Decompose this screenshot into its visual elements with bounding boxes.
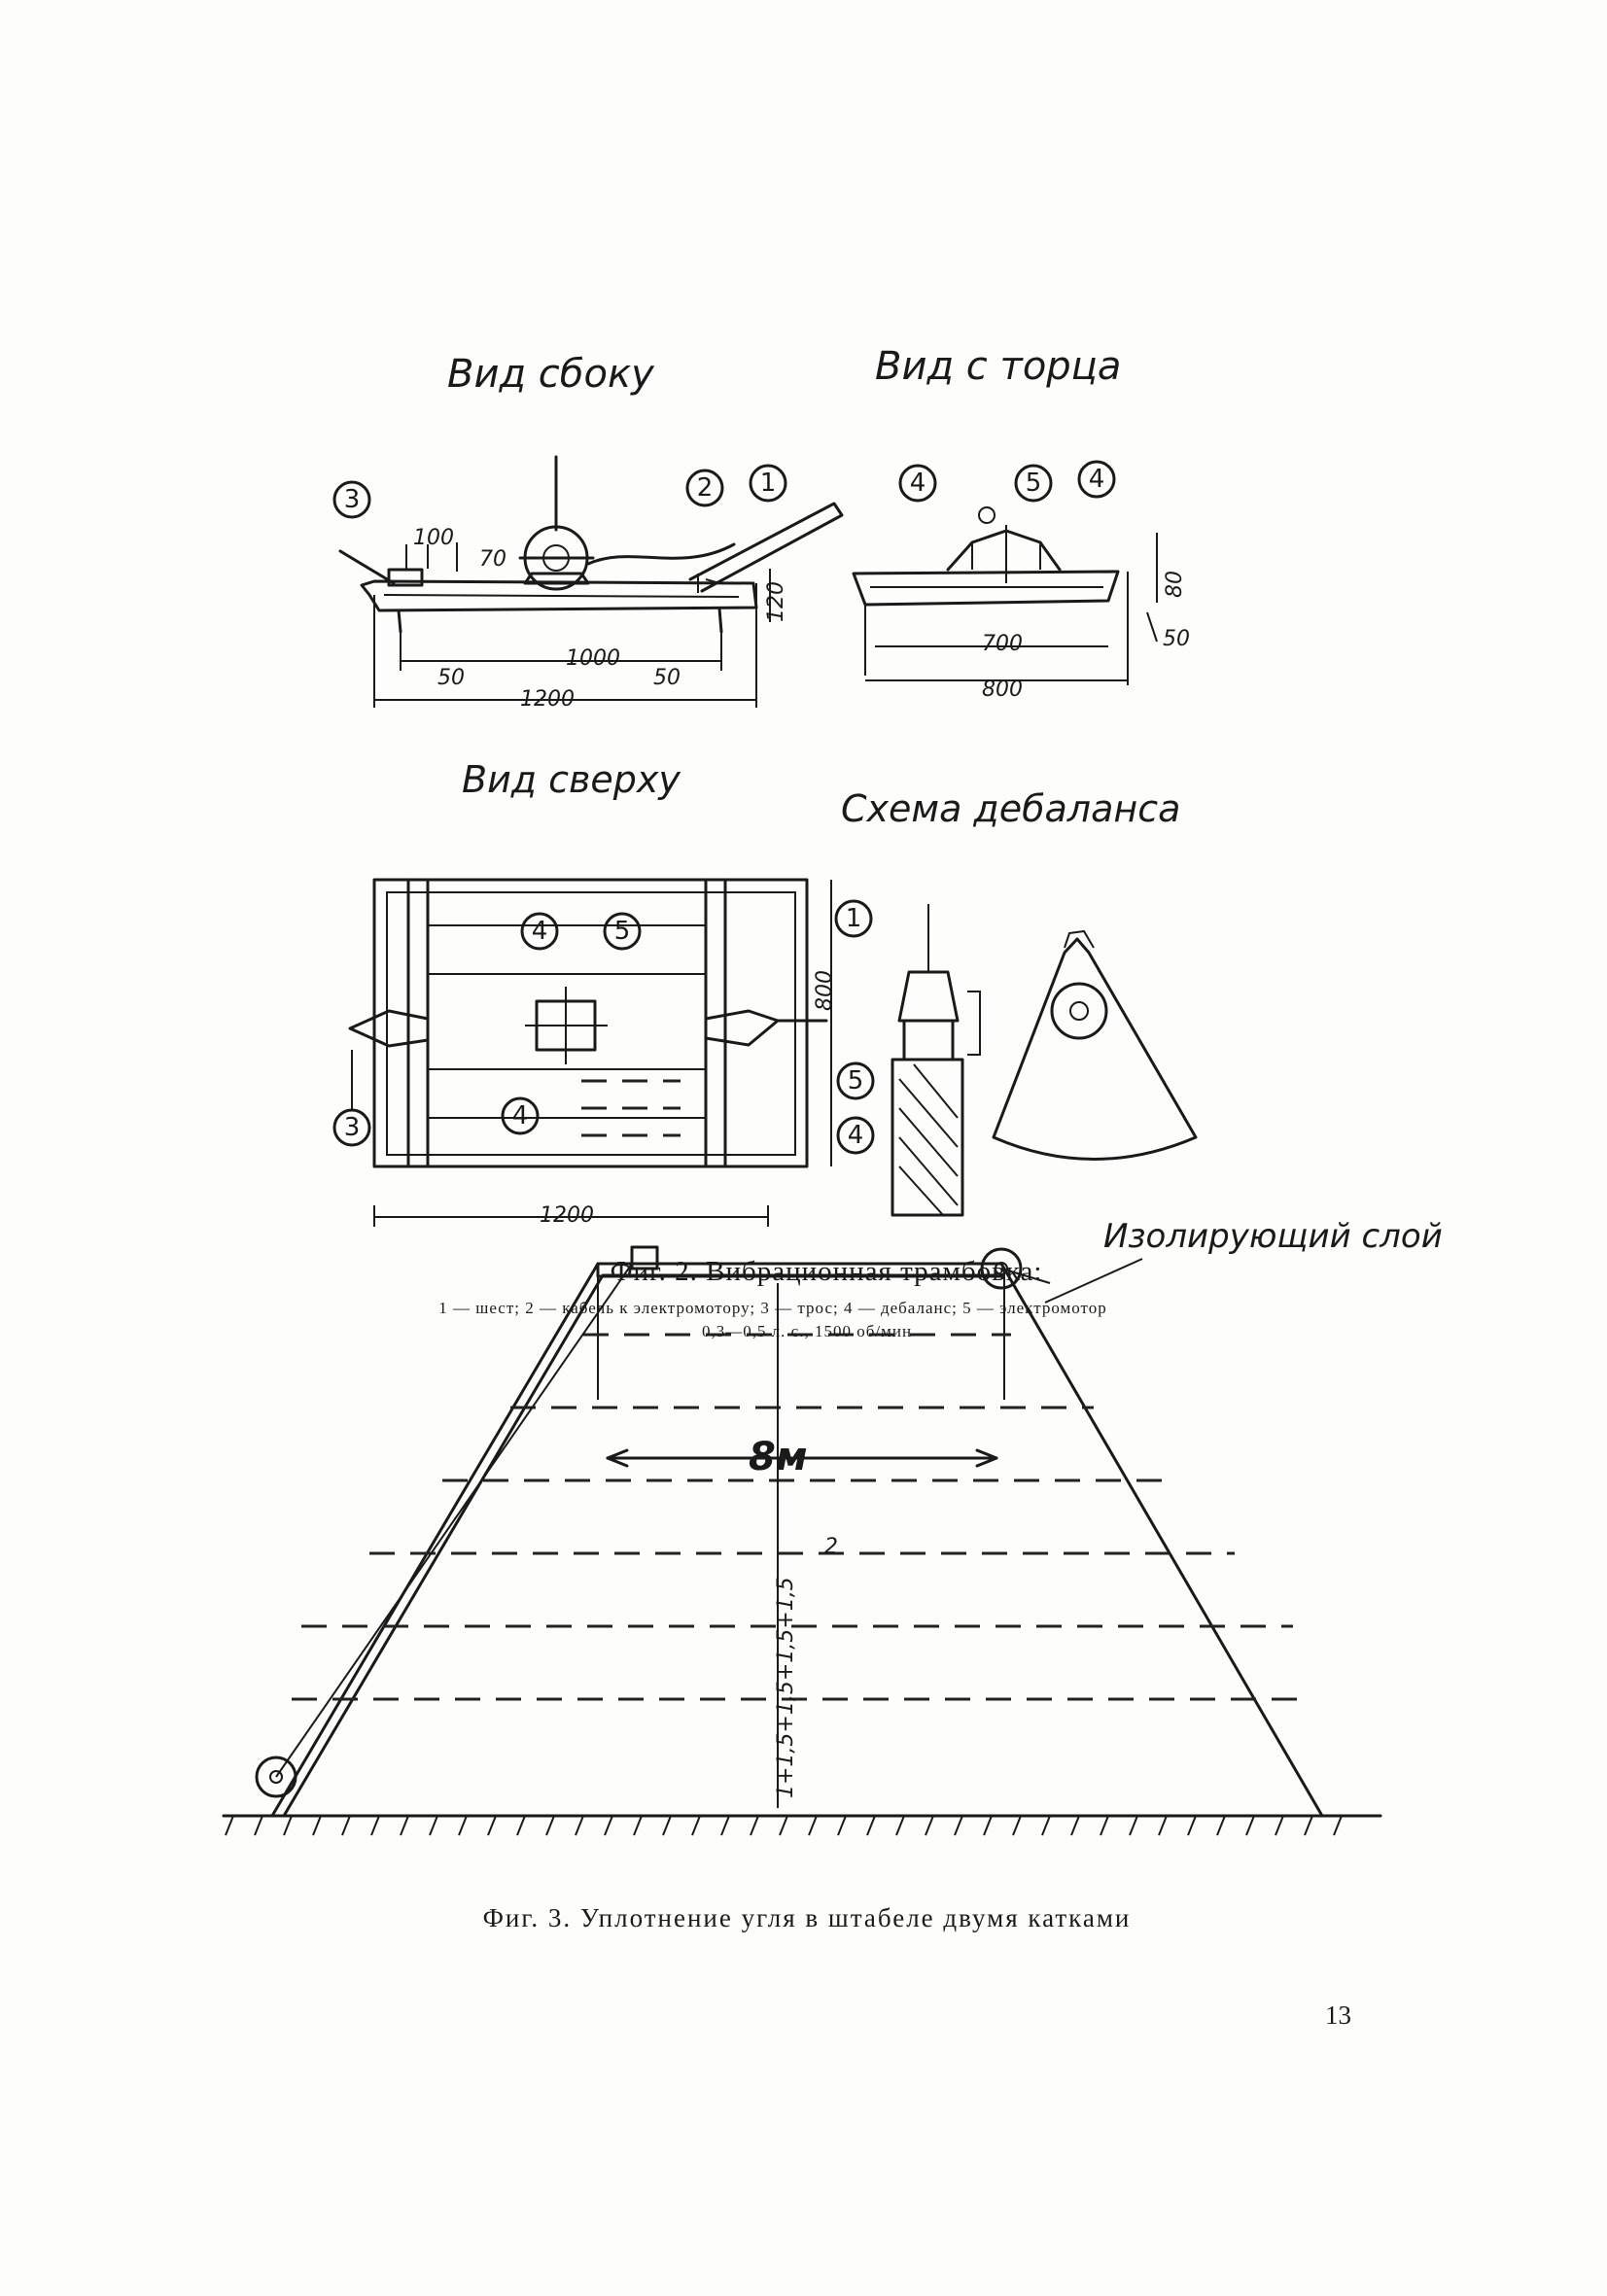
view-label-side: Вид сбоку: [447, 352, 655, 397]
callout-top-4-upper: 4: [532, 917, 548, 946]
dim-end-700: 700: [982, 632, 1023, 656]
callout-scheme-1: 1: [846, 904, 862, 933]
dim-end-80: 80: [1163, 571, 1187, 598]
callout-end-4-left: 4: [910, 469, 926, 498]
fig2-caption-legend-line1: 1 — шест; 2 — кабель к электромотору; 3 …: [438, 1299, 1107, 1317]
callout-side-3: 3: [344, 485, 361, 514]
fig3-stockpile: 8м 1+1,5+1,5+1,5+1,5 2 Изолирующий слой: [222, 1217, 1443, 1836]
dim-top-800: 800: [813, 970, 837, 1011]
fig2-end-view: Вид с торца 700 800 80 50 4 5 4: [852, 344, 1190, 702]
dim-side-1000: 1000: [566, 646, 620, 671]
view-label-top: Вид сверху: [462, 758, 681, 801]
callout-end-4-right: 4: [1089, 465, 1105, 494]
callout-scheme-4: 4: [848, 1121, 864, 1150]
callout-top-5: 5: [614, 917, 631, 946]
dim-side-70: 70: [479, 547, 507, 572]
callout-end-5: 5: [1026, 469, 1042, 498]
fig2-unbalance-scheme: Схема дебаланса 1 5 4: [834, 787, 1198, 1217]
fig2-caption-legend-line2: 0,3—0,5 л. с., 1500 об/мин: [701, 1322, 913, 1340]
dim-side-50-left: 50: [437, 666, 465, 690]
fig2-caption-title: Фиг. 2. Вибрационная трамбовка:: [610, 1256, 1043, 1287]
callout-side-2: 2: [697, 473, 714, 503]
dim-top-1200: 1200: [540, 1203, 594, 1228]
dim-side-120: 120: [764, 581, 788, 622]
dim-side-100: 100: [413, 526, 454, 550]
dim-end-800: 800: [982, 678, 1023, 702]
fig3-inner-number: 2: [824, 1535, 838, 1559]
page-number: 13: [1325, 2000, 1351, 2030]
callout-scheme-5: 5: [848, 1066, 864, 1096]
fig2-top-view: Вид сверху 800 1200 4 5 4 3: [332, 758, 837, 1228]
fig2-side-view: Вид сбоку 100 70 120 1000 50 50 1200 3: [332, 352, 844, 712]
fig3-layer-dims: 1+1,5+1,5+1,5+1,5: [774, 1577, 798, 1798]
view-label-unbalance: Схема дебаланса: [841, 787, 1180, 830]
fig3-caption: Фиг. 3. Уплотнение угля в штабеле двумя …: [482, 1903, 1132, 1932]
callout-top-3: 3: [344, 1113, 361, 1142]
dim-side-1200: 1200: [520, 687, 575, 712]
dim-end-50: 50: [1163, 627, 1190, 651]
dim-side-50-right: 50: [653, 666, 681, 690]
callout-side-1: 1: [760, 469, 777, 498]
callout-top-4-lower: 4: [512, 1101, 529, 1131]
fig3-layer-label: Изолирующий слой: [1103, 1217, 1443, 1256]
view-label-end: Вид с торца: [875, 344, 1121, 389]
